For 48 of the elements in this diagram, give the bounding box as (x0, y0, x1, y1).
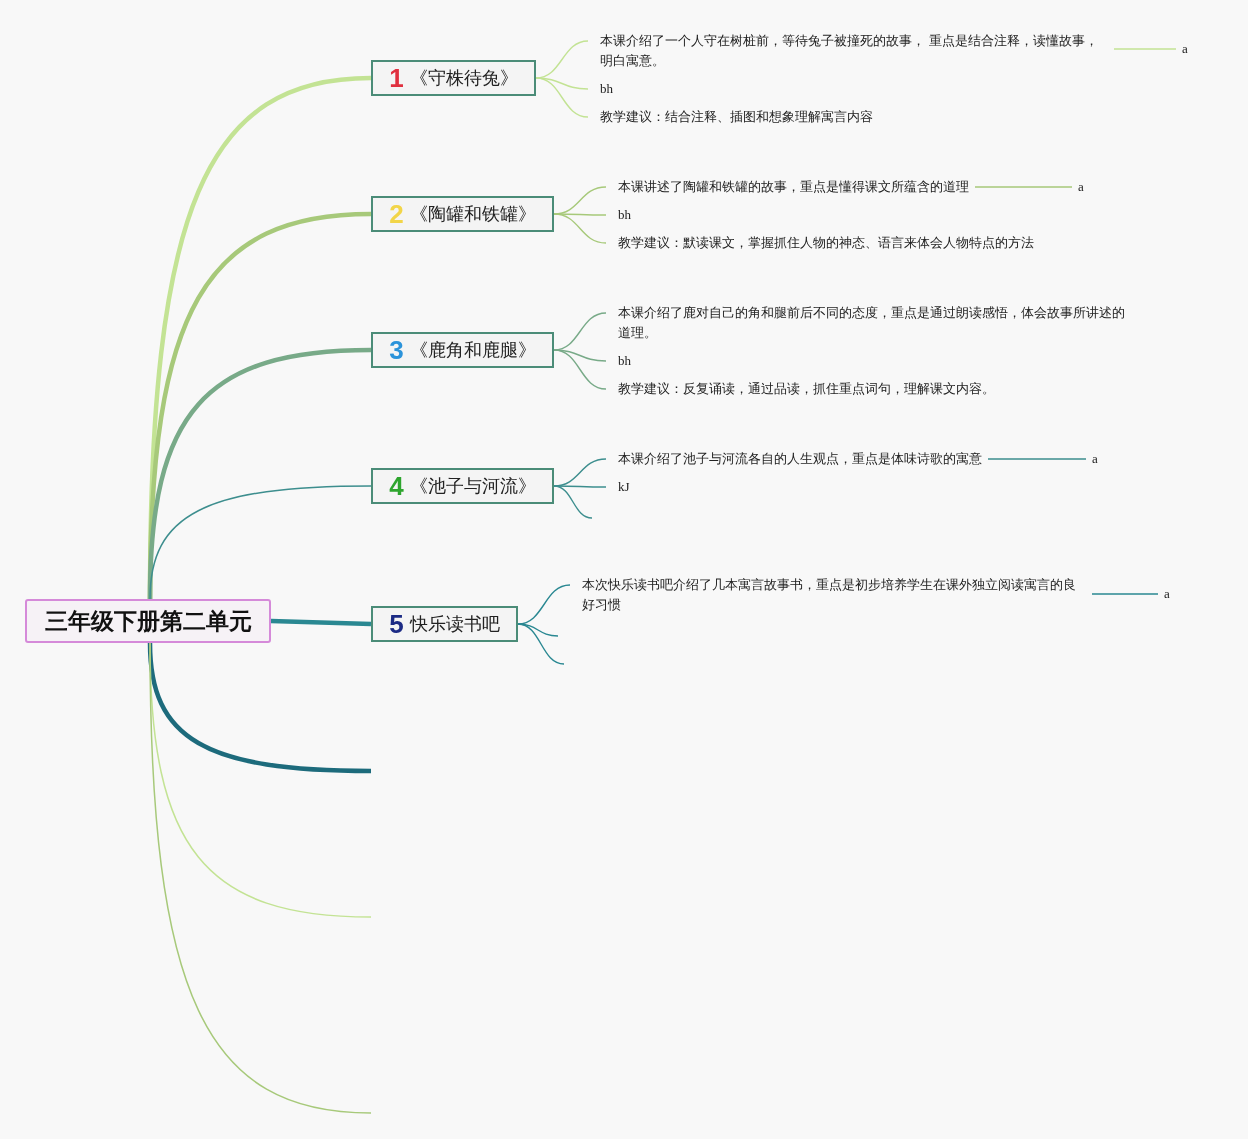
topic-title: 《陶罐和铁罐》 (409, 202, 536, 226)
branch-line (147, 347, 372, 600)
branch-note-text: 本次快乐读书吧介绍了几本寓言故事书，重点是初步培养学生在课外独立阅读寓言的良好习惯 (570, 575, 1086, 615)
topic-box (371, 60, 536, 96)
connector-line (553, 213, 607, 244)
topic-box (371, 196, 554, 232)
connector-line (987, 458, 1087, 460)
topic-title: 《守株待兔》 (409, 66, 518, 90)
branch-note-text: bh (588, 79, 613, 99)
topic-box (371, 606, 518, 642)
branch-line (149, 642, 372, 1114)
topic-title: 《池子与河流》 (409, 474, 536, 498)
branch-note-text: a (1066, 177, 1084, 197)
number-label: 5 (389, 608, 404, 640)
branch-note-text: bh (606, 205, 631, 225)
branch-note-text: a (1152, 584, 1170, 604)
number-label: 1 (389, 62, 404, 94)
branch-line (149, 485, 372, 600)
branch-note-text: 教学建议：反复诵读，通过品读，抓住重点词句，理解课文内容。 (606, 379, 995, 399)
topic-box (371, 332, 554, 368)
topic-box (371, 468, 554, 504)
branch-note-text: 本课讲述了陶罐和铁罐的故事，重点是懂得课文所蕴含的道理 (606, 177, 969, 197)
number-label: 2 (389, 198, 404, 230)
connector-line (553, 349, 607, 390)
number-label: 4 (389, 470, 404, 502)
connector-line (1091, 593, 1159, 595)
topic-title: 《鹿角和鹿腿》 (409, 338, 536, 362)
branch-line (270, 618, 372, 627)
connector-line (553, 349, 607, 362)
connector-line (974, 186, 1073, 188)
branch-note-text: 教学建议：结合注释、插图和想象理解寓言内容 (588, 107, 873, 127)
branch-note-text: 本课介绍了鹿对自己的角和腿前后不同的态度，重点是通过朗读感悟，体会故事所讲述的道理。 (606, 303, 1126, 343)
branch-note-text: kJ (606, 477, 630, 497)
connector-line (1113, 48, 1177, 50)
topic-title: 快乐读书吧 (409, 612, 500, 636)
connector-line (517, 623, 559, 637)
branch-note-text: 本课介绍了池子与河流各自的人生观点，重点是体味诗歌的寓意 (606, 449, 982, 469)
central-topic-box: 三年级下册第二单元 (25, 599, 271, 643)
branch-line (147, 642, 372, 774)
branch-note-text: 本课介绍了一个人守在树桩前，等待兔子被撞死的故事， 重点是结合注释，读懂故事，明白寓意。 (588, 31, 1108, 71)
connector-line (535, 77, 589, 90)
branch-note-text: bh (606, 351, 631, 371)
branch-note-text: a (1170, 39, 1188, 59)
number-label: 3 (389, 334, 404, 366)
branch-note-text: a (1080, 449, 1098, 469)
branch-note-text: 教学建议：默读课文，掌握抓住人物的神态、语言来体会人物特点的方法 (606, 233, 1034, 253)
connector-line (553, 485, 593, 519)
connector-line (517, 623, 565, 665)
